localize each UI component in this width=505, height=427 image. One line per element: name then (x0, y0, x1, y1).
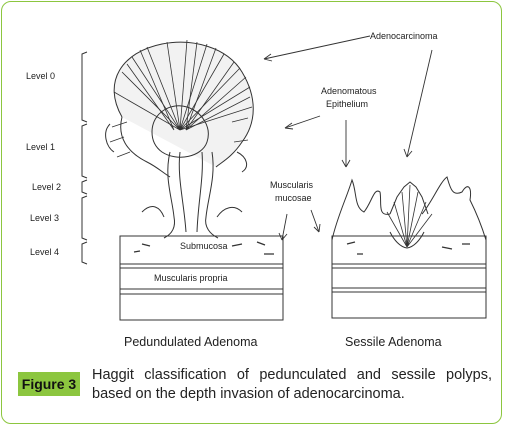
haggitt-diagram: Level 0 Level 1 Level 2 Level 3 Level 4 … (26, 31, 487, 349)
mucosae-label: mucosae (275, 193, 312, 203)
level-0-label: Level 0 (26, 71, 55, 81)
pedunculated-base (119, 235, 284, 321)
mucosae-arrow-left (281, 213, 288, 241)
level-0-bracket (81, 51, 88, 123)
annotation-arrows (263, 35, 433, 241)
pedunculated-stalk (141, 151, 243, 239)
level-1-label: Level 1 (26, 142, 55, 152)
submucosa-label: Submucosa (180, 241, 228, 251)
figure-badge: Figure 3 (18, 372, 80, 396)
epithelium-arrow-left (284, 115, 321, 129)
level-1-bracket (81, 123, 88, 179)
sessile-title: Sessile Adenoma (345, 335, 442, 349)
level-4-label: Level 4 (30, 247, 59, 257)
figure-caption: Haggit classification of pedunculated an… (92, 367, 492, 402)
muscularis-label: Muscularis (270, 180, 314, 190)
sessile-polyp (331, 176, 487, 319)
adenocarcinoma-label: Adenocarcinoma (370, 31, 438, 41)
adenocarcinoma-arrow-right (406, 49, 433, 158)
level-2-label: Level 2 (32, 182, 61, 192)
pedunculated-head (105, 39, 254, 178)
epithelium-label: Epithelium (326, 99, 368, 109)
adenomatous-label: Adenomatous (321, 86, 377, 96)
level-2-bracket (81, 179, 88, 195)
pedunculated-title: Pedundulated Adenoma (124, 335, 257, 349)
adenocarcinoma-arrow-left (263, 35, 371, 60)
level-3-label: Level 3 (30, 213, 59, 223)
muscularis-propria-label: Muscularis propria (154, 273, 228, 283)
mucosae-arrow-right (310, 209, 320, 233)
level-3-bracket (81, 195, 88, 241)
level-4-bracket (81, 241, 88, 265)
